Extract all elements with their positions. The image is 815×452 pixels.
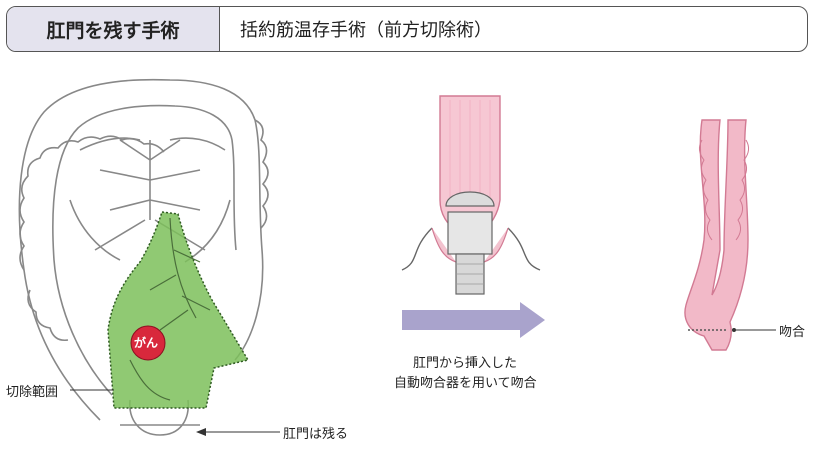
anastomosis-label: 吻合 — [779, 325, 806, 340]
header-box: 肛門を残す手術 括約筋温存手術（前方切除術） — [6, 6, 808, 52]
header-tab: 肛門を残す手術 — [7, 7, 220, 51]
anus-arrow — [196, 428, 280, 436]
resection-area — [107, 211, 250, 409]
stapler-illustration — [401, 95, 541, 295]
resection-range-label: 切除範囲 — [6, 385, 59, 400]
header-subtitle: 括約筋温存手術（前方切除術） — [240, 20, 492, 41]
vessels-in-resection — [129, 217, 211, 401]
anastomosed-colon-illustration — [684, 119, 750, 351]
anastomosis-dot — [732, 328, 736, 332]
process-arrow — [402, 302, 545, 338]
procedure-caption-line2: 自動吻合器を用いて吻合 — [394, 376, 537, 391]
anus-remains-label: 肛門は残る — [283, 427, 349, 442]
procedure-caption-line1: 肛門から挿入した — [413, 356, 518, 371]
cancer-circle — [130, 325, 166, 361]
cancer-label: がん — [134, 336, 159, 350]
large-intestine-illustration — [18, 78, 269, 436]
